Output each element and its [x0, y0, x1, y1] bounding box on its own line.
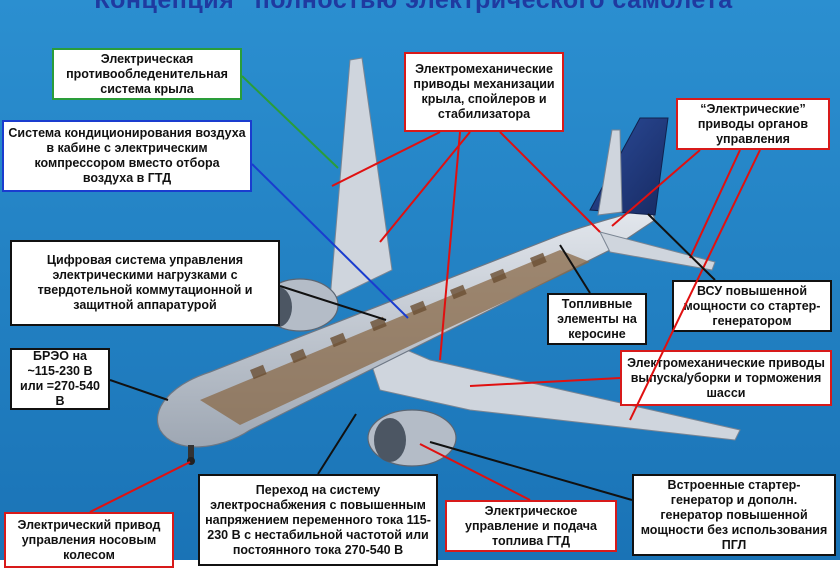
- label-flight-control-actuators-text: “Электрические” приводы органов управлен…: [697, 101, 809, 146]
- label-wing-anti-ice: Электрическая противообледенительная сис…: [52, 48, 242, 100]
- label-nose-gear-steering-text: Электрический привод управления носовым …: [17, 517, 161, 562]
- label-landing-gear-actuators: Электромеханические приводы выпуска/убор…: [620, 350, 832, 406]
- label-flight-control-actuators: “Электрические” приводы органов управлен…: [676, 98, 830, 150]
- label-avionics: БРЭО на ~115-230 В или =270-540 В: [10, 348, 110, 410]
- label-digital-load-control-text: Цифровая система управления электрически…: [37, 253, 253, 312]
- label-air-conditioning-text: Система кондиционирования воздуха в каби…: [8, 126, 246, 185]
- label-starter-generator-text: Встроенные стартер-генератор и дополн. г…: [640, 477, 828, 552]
- right-engine: [367, 409, 457, 467]
- cabin-cutaway: [200, 250, 590, 425]
- label-fuel-cells-text: Топливные элементы на керосине: [557, 296, 637, 341]
- label-starter-generator: Встроенные стартер-генератор и дополн. г…: [632, 474, 836, 556]
- cabin-seats: [249, 252, 547, 380]
- label-landing-gear-actuators-text: Электромеханические приводы выпуска/убор…: [627, 355, 825, 400]
- label-apu: ВСУ повышенной мощности со стартер-генер…: [672, 280, 832, 332]
- label-high-voltage-transition: Переход на систему электроснабжения с по…: [198, 474, 438, 566]
- label-fuel-control: Электрическое управление и подача топлив…: [445, 500, 617, 552]
- label-mech-actuators-wing-text: Электромеханические приводы механизации …: [413, 62, 555, 121]
- label-wing-anti-ice-text: Электрическая противообледенительная сис…: [66, 51, 228, 96]
- label-high-voltage-transition-text: Переход на систему электроснабжения с по…: [205, 482, 431, 557]
- label-fuel-control-text: Электрическое управление и подача топлив…: [465, 503, 597, 548]
- nose-gear: [188, 445, 194, 459]
- label-fuel-cells: Топливные элементы на керосине: [547, 293, 647, 345]
- label-mech-actuators-wing: Электромеханические приводы механизации …: [404, 52, 564, 132]
- label-digital-load-control: Цифровая система управления электрически…: [10, 240, 280, 326]
- label-avionics-text: БРЭО на ~115-230 В или =270-540 В: [20, 349, 100, 408]
- label-apu-text: ВСУ повышенной мощности со стартер-генер…: [683, 283, 821, 328]
- label-air-conditioning: Система кондиционирования воздуха в каби…: [2, 120, 252, 192]
- page-title: Концепция “полностью электрического само…: [94, 0, 746, 14]
